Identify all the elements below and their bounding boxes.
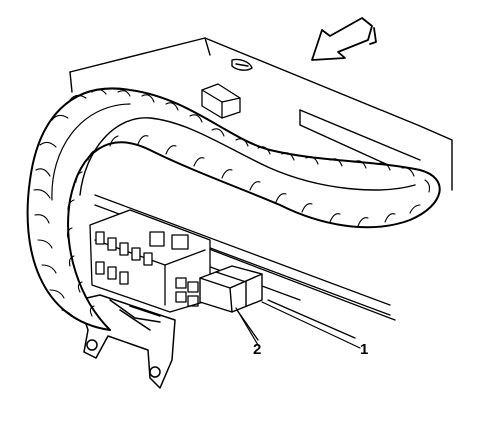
back-panel (69, 37, 453, 191)
mounting-bracket (77, 294, 176, 389)
fuse-block (89, 209, 211, 313)
leader-line-1 (261, 301, 361, 349)
callout-1-label: 1 (360, 341, 369, 358)
callout-2-label: 2 (253, 341, 262, 358)
wiring-harness (26, 87, 441, 331)
harness-connector (201, 83, 241, 119)
harness-tape-texture (33, 88, 431, 319)
callout-leaders (235, 301, 361, 349)
leader-line-2 (235, 307, 259, 346)
relay-pair (199, 265, 263, 313)
direction-arrow-icon (311, 17, 377, 61)
